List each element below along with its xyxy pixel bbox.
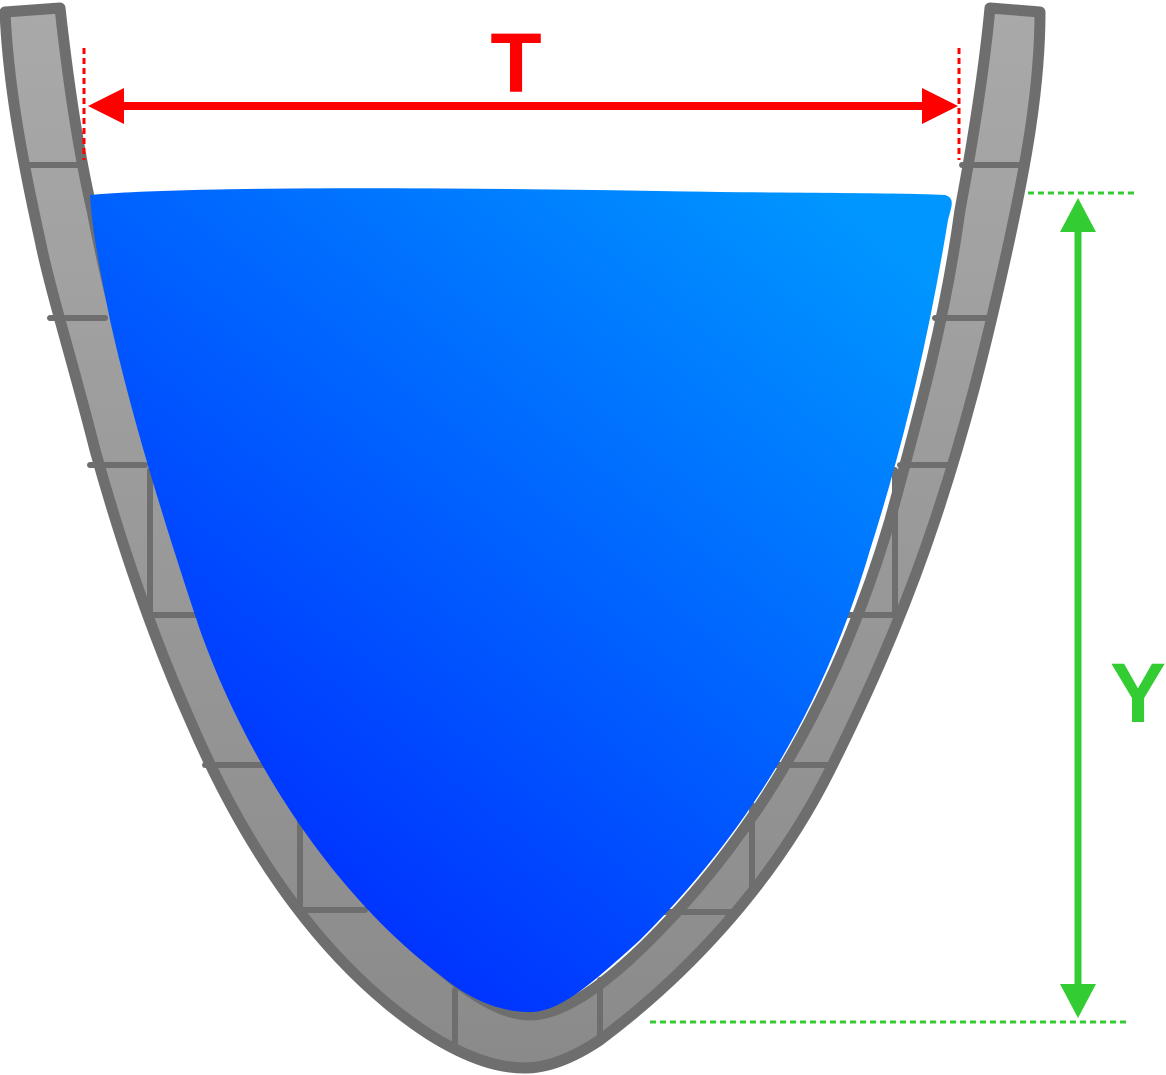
depth-top-arrowhead (1060, 198, 1096, 232)
depth-dimension: Y (650, 191, 1166, 1024)
depth-bottom-arrowhead (1060, 984, 1096, 1018)
water-body (90, 188, 952, 1012)
top-width-right-arrowhead (922, 88, 958, 124)
top-width-dimension: T (82, 16, 961, 160)
top-width-left-arrowhead (88, 88, 124, 124)
depth-label: Y (1110, 646, 1166, 740)
lining-joints (19, 162, 1028, 1048)
top-width-label: T (490, 16, 541, 110)
